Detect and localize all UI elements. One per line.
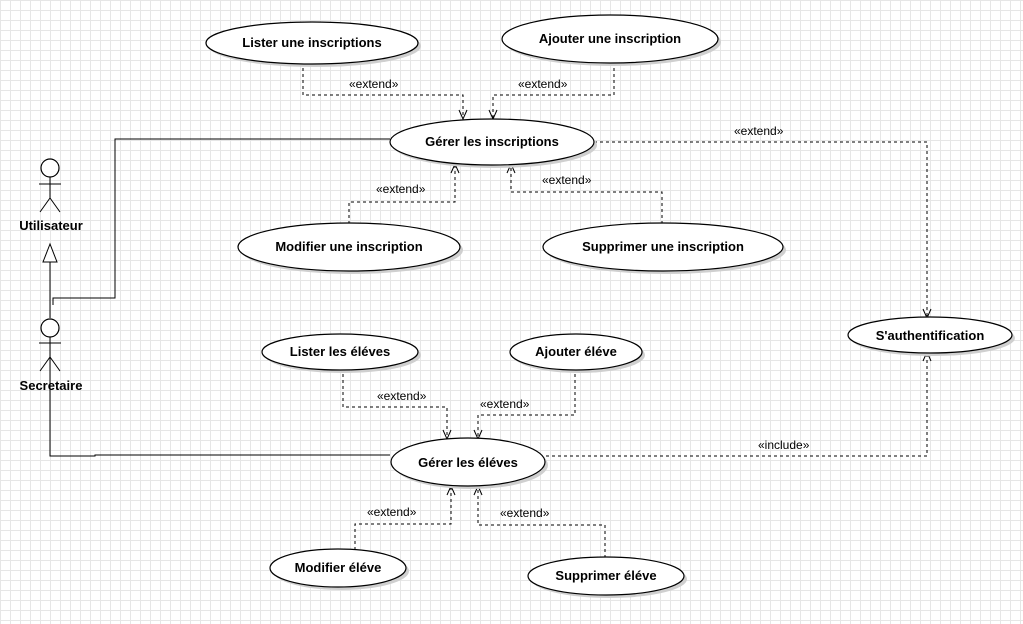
association-secretaire-gerer-inscriptions	[52, 138, 390, 305]
extend-ajouter-eleve	[477, 368, 576, 439]
actor-leg	[39, 356, 51, 372]
include-gerer-eleves-authentification	[546, 352, 928, 457]
use-case-ajouter-inscription: Ajouter une inscription	[501, 14, 721, 66]
actor-label: Utilisateur	[19, 218, 83, 233]
actor-leg	[49, 356, 61, 372]
extend-label: «extend»	[518, 77, 568, 91]
include-label: «include»	[758, 438, 810, 452]
extend-label: «extend»	[542, 173, 592, 187]
actor-leg	[49, 197, 61, 213]
use-case-modifier-eleve: Modifier éléve	[269, 548, 409, 590]
use-case-lister-inscriptions: Lister une inscriptions	[205, 21, 421, 67]
extend-label: «extend»	[367, 505, 417, 519]
extend-label: «extend»	[480, 397, 530, 411]
actor-secretaire: Secretaire	[20, 318, 83, 393]
actor-head	[40, 158, 60, 178]
use-case-supprimer-eleve: Supprimer éléve	[527, 556, 687, 598]
extend-gerer-inscriptions-authentification	[594, 141, 928, 318]
actor-head	[40, 318, 60, 338]
extend-lister-eleves	[342, 368, 448, 439]
use-case-label: Ajouter éléve	[535, 344, 617, 359]
extend-lister-inscriptions	[302, 62, 464, 119]
use-case-label: Lister les éléves	[290, 344, 390, 359]
use-case-gerer-inscriptions: Gérer les inscriptions	[389, 118, 597, 168]
use-case-supprimer-inscription: Supprimer une inscription	[542, 222, 786, 274]
arrowhead	[458, 109, 468, 121]
use-case-label: Ajouter une inscription	[539, 31, 681, 46]
extend-modifier-inscription	[348, 164, 456, 224]
use-case-label: Supprimer éléve	[555, 568, 656, 583]
extend-label: «extend»	[734, 124, 784, 138]
use-case-label: Gérer les inscriptions	[425, 134, 559, 149]
use-case-ajouter-eleve: Ajouter éléve	[509, 333, 645, 373]
use-case-label: Lister une inscriptions	[242, 35, 381, 50]
use-case-label: Modifier éléve	[295, 560, 382, 575]
use-case-label: S'authentification	[876, 328, 985, 343]
extend-label: «extend»	[349, 77, 399, 91]
actor-label: Secretaire	[20, 378, 83, 393]
extend-label: «extend»	[376, 182, 426, 196]
generalization-arrowhead	[42, 242, 58, 263]
extend-supprimer-eleve	[477, 486, 606, 558]
use-case-gerer-eleves: Gérer les éléves	[390, 437, 548, 489]
association-secretaire-gerer-eleves	[49, 338, 390, 457]
use-case-label: Supprimer une inscription	[582, 239, 744, 254]
use-case-label: Gérer les éléves	[418, 455, 518, 470]
extend-label: «extend»	[377, 389, 427, 403]
use-case-label: Modifier une inscription	[275, 239, 422, 254]
actor-utilisateur: Utilisateur	[19, 158, 83, 233]
actor-leg	[39, 197, 51, 213]
extend-modifier-eleve	[354, 486, 452, 550]
use-case-authentification: S'authentification	[847, 316, 1015, 356]
use-case-lister-eleves: Lister les éléves	[261, 333, 421, 373]
use-case-modifier-inscription: Modifier une inscription	[237, 222, 463, 274]
extend-label: «extend»	[500, 506, 550, 520]
